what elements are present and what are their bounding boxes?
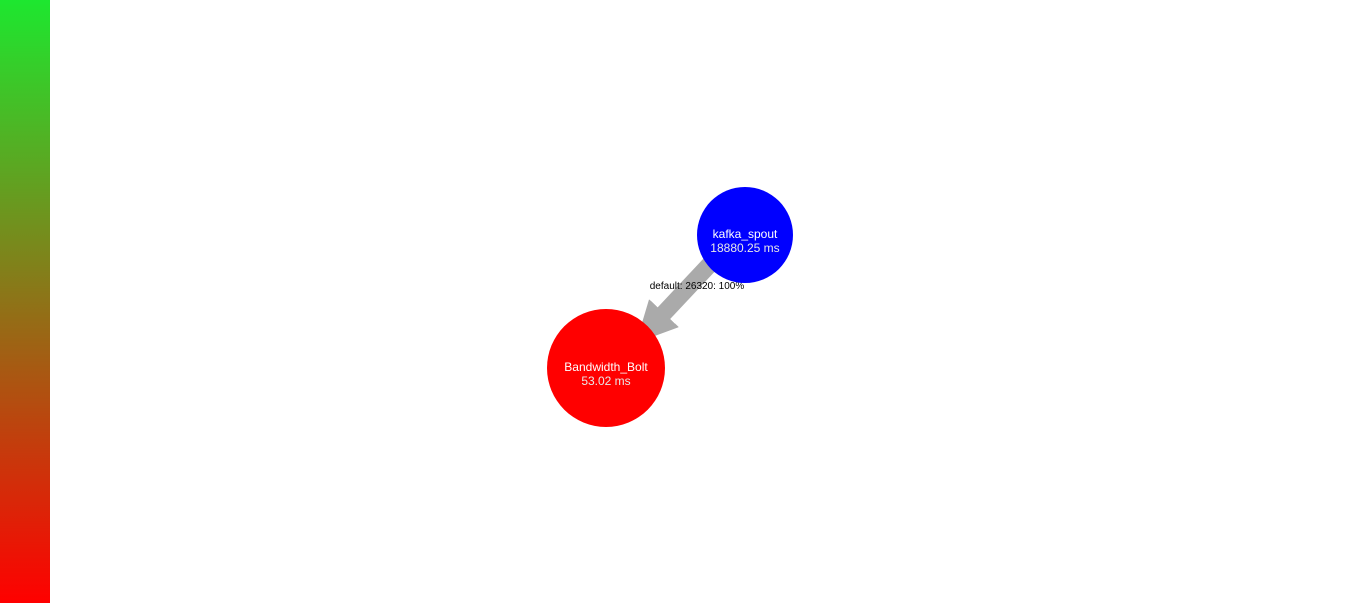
node-circle-kafka-spout[interactable] — [697, 187, 793, 283]
node-kafka-spout[interactable]: kafka_spout 18880.25 ms — [697, 187, 793, 283]
edge-kafka-spout-to-bandwidth-bolt[interactable]: default: 26320: 100% — [636, 256, 745, 343]
node-label-kafka-spout: kafka_spout — [713, 227, 778, 241]
node-latency-bandwidth-bolt: 53.02 ms — [581, 374, 630, 388]
node-label-bandwidth-bolt: Bandwidth_Bolt — [564, 360, 648, 374]
color-scale-bar — [0, 0, 50, 603]
node-circle-bandwidth-bolt[interactable] — [547, 309, 665, 427]
edge-label: default: 26320: 100% — [650, 281, 745, 292]
node-bandwidth-bolt[interactable]: Bandwidth_Bolt 53.02 ms — [547, 309, 665, 427]
edge-line[interactable] — [636, 256, 719, 343]
latency-color-scale — [0, 0, 50, 603]
node-latency-kafka-spout: 18880.25 ms — [710, 241, 779, 255]
